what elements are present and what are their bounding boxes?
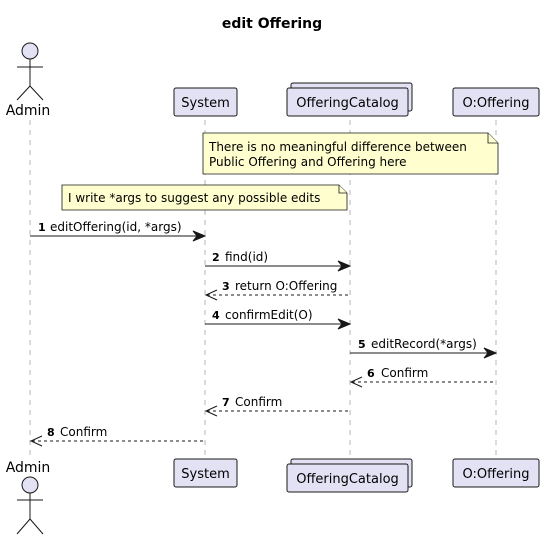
offeringcatalog-label-bottom: OfferingCatalog bbox=[296, 472, 399, 487]
offeringcatalog-label-top: OfferingCatalog bbox=[296, 96, 399, 111]
message-8: 8 Confirm bbox=[29, 425, 205, 447]
message-5: 5 editRecord(*args) bbox=[350, 337, 498, 359]
note-public-offering: There is no meaningful difference betwee… bbox=[202, 132, 499, 175]
message-7-number: 7 bbox=[222, 396, 230, 409]
offering-label-top: O:Offering bbox=[462, 96, 529, 111]
message-6-label: Confirm bbox=[381, 366, 428, 380]
message-3-number: 3 bbox=[222, 280, 230, 293]
note-public-offering-line2: Public Offering and Offering here bbox=[209, 155, 407, 169]
message-8-label: Confirm bbox=[60, 425, 107, 439]
admin-actor-bottom bbox=[16, 476, 44, 535]
message-2-label: find(id) bbox=[225, 250, 268, 264]
message-3-label: return O:Offering bbox=[235, 279, 337, 293]
offering-box-top: O:Offering bbox=[452, 87, 540, 117]
admin-actor-top bbox=[16, 42, 44, 101]
message-1: 1 editOffering(id, *args) bbox=[30, 220, 207, 242]
offering-box-bottom: O:Offering bbox=[452, 458, 540, 488]
system-label-bottom: System bbox=[181, 467, 229, 482]
message-7-label: Confirm bbox=[235, 395, 282, 409]
system-box-bottom: System bbox=[173, 458, 238, 488]
offeringcatalog-box-bottom: OfferingCatalog bbox=[286, 458, 413, 493]
offeringcatalog-box-top: OfferingCatalog bbox=[286, 82, 413, 117]
message-5-label: editRecord(*args) bbox=[371, 337, 477, 351]
message-4: 4 confirmEdit(O) bbox=[205, 308, 352, 330]
message-1-number: 1 bbox=[38, 221, 46, 234]
message-8-number: 8 bbox=[47, 426, 55, 439]
system-label-top: System bbox=[181, 96, 229, 111]
admin-label-bottom: Admin bbox=[6, 460, 51, 476]
message-4-number: 4 bbox=[212, 309, 220, 322]
diagram-title: edit Offering bbox=[222, 16, 322, 32]
message-3: 3 return O:Offering bbox=[204, 279, 350, 301]
message-5-number: 5 bbox=[358, 338, 366, 351]
message-6: 6 Confirm bbox=[349, 366, 496, 388]
message-2-number: 2 bbox=[212, 251, 220, 264]
note-args: I write *args to suggest any possible ed… bbox=[61, 184, 348, 211]
system-box-top: System bbox=[173, 87, 238, 117]
message-4-label: confirmEdit(O) bbox=[225, 308, 313, 322]
offering-label-bottom: O:Offering bbox=[462, 467, 529, 482]
note-public-offering-line1: There is no meaningful difference betwee… bbox=[208, 140, 467, 154]
message-2: 2 find(id) bbox=[205, 250, 352, 272]
note-args-text: I write *args to suggest any possible ed… bbox=[68, 191, 320, 205]
message-1-label: editOffering(id, *args) bbox=[50, 220, 182, 234]
message-6-number: 6 bbox=[367, 367, 375, 380]
message-7: 7 Confirm bbox=[204, 395, 350, 417]
admin-label-top: Admin bbox=[6, 103, 51, 119]
